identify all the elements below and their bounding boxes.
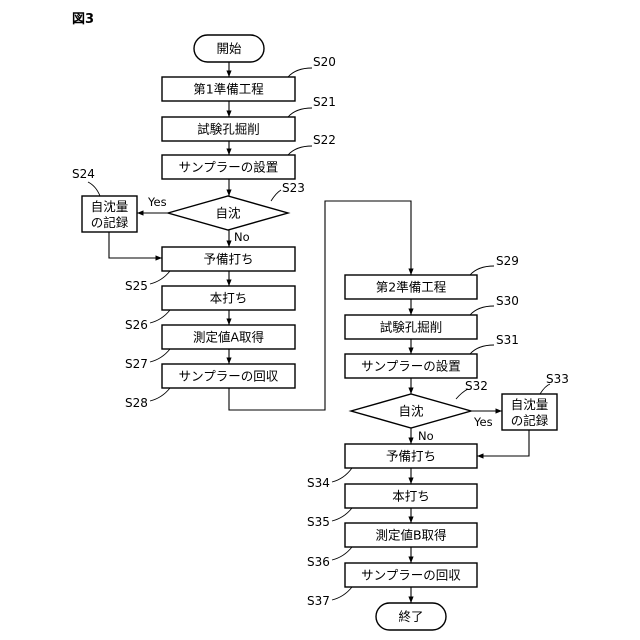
step-label-s27: 測定値A取得 bbox=[193, 330, 264, 345]
decision-label-s23: 自沈 bbox=[215, 206, 240, 221]
step-number-s28: S28 bbox=[125, 396, 148, 410]
step-label-s37: サンプラーの回収 bbox=[361, 568, 461, 583]
leader-s25 bbox=[150, 271, 170, 284]
leader-s31 bbox=[470, 345, 494, 354]
step-number-s26: S26 bbox=[125, 318, 148, 332]
branch-no-s23: No bbox=[234, 230, 250, 244]
leader-s24 bbox=[88, 182, 100, 196]
step-label-s29: 第2準備工程 bbox=[376, 280, 447, 295]
step-label-s26: 本打ち bbox=[210, 291, 248, 306]
connector-s33-s34 bbox=[477, 430, 529, 456]
step-label-s25: 予備打ち bbox=[203, 252, 253, 267]
decision-label-s32: 自沈 bbox=[398, 404, 423, 419]
step-label-s35: 本打ち bbox=[392, 489, 430, 504]
leader-s30 bbox=[470, 306, 494, 315]
step-label-s28: サンプラーの回収 bbox=[179, 369, 279, 384]
leader-s36 bbox=[332, 547, 352, 560]
step-label-s30: 試験孔掘削 bbox=[380, 320, 443, 335]
step-label-s34: 予備打ち bbox=[386, 449, 436, 464]
step-number-s37: S37 bbox=[307, 594, 330, 608]
step-number-s32: S32 bbox=[465, 379, 488, 393]
leader-s22 bbox=[288, 146, 312, 155]
step-label-s24-line2: の記録 bbox=[91, 215, 129, 230]
step-label-s21: 試験孔掘削 bbox=[197, 122, 260, 137]
leader-s28 bbox=[150, 388, 170, 401]
connector-s24-s25 bbox=[109, 232, 162, 258]
leader-s27 bbox=[150, 349, 170, 362]
leader-s26 bbox=[150, 310, 170, 323]
step-label-s22: サンプラーの設置 bbox=[179, 160, 279, 175]
branch-no-s32: No bbox=[418, 429, 434, 443]
step-number-s22: S22 bbox=[313, 133, 336, 147]
start-label: 開始 bbox=[216, 41, 242, 56]
step-label-s24-line1: 自沈量 bbox=[91, 199, 129, 214]
step-label-s20: 第1準備工程 bbox=[193, 82, 264, 97]
step-label-s33-line2: の記録 bbox=[511, 413, 549, 428]
branch-yes-s32: Yes bbox=[473, 415, 493, 429]
leader-s20 bbox=[288, 68, 312, 77]
step-number-s31: S31 bbox=[496, 333, 519, 347]
leader-s23 bbox=[271, 190, 281, 201]
leader-s35 bbox=[332, 508, 352, 521]
step-label-s36: 測定値B取得 bbox=[375, 528, 446, 543]
leader-s37 bbox=[332, 587, 352, 600]
step-number-s24: S24 bbox=[72, 167, 95, 181]
step-number-s27: S27 bbox=[125, 357, 148, 371]
step-number-s34: S34 bbox=[307, 476, 330, 490]
end-label: 終了 bbox=[398, 609, 423, 624]
step-number-s35: S35 bbox=[307, 515, 330, 529]
step-label-s33-line1: 自沈量 bbox=[511, 397, 549, 412]
step-number-s21: S21 bbox=[313, 95, 336, 109]
step-number-s20: S20 bbox=[313, 55, 336, 69]
figure-label: 図3 bbox=[72, 12, 94, 27]
step-label-s31: サンプラーの設置 bbox=[361, 359, 461, 374]
leader-s29 bbox=[470, 266, 494, 275]
step-number-s33: S33 bbox=[546, 372, 569, 386]
step-number-s23: S23 bbox=[282, 181, 305, 195]
step-number-s30: S30 bbox=[496, 294, 519, 308]
step-number-s29: S29 bbox=[496, 254, 519, 268]
step-number-s25: S25 bbox=[125, 279, 148, 293]
leader-s21 bbox=[288, 108, 312, 117]
branch-yes-s23: Yes bbox=[147, 195, 167, 209]
step-number-s36: S36 bbox=[307, 555, 330, 569]
leader-s34 bbox=[332, 468, 352, 482]
